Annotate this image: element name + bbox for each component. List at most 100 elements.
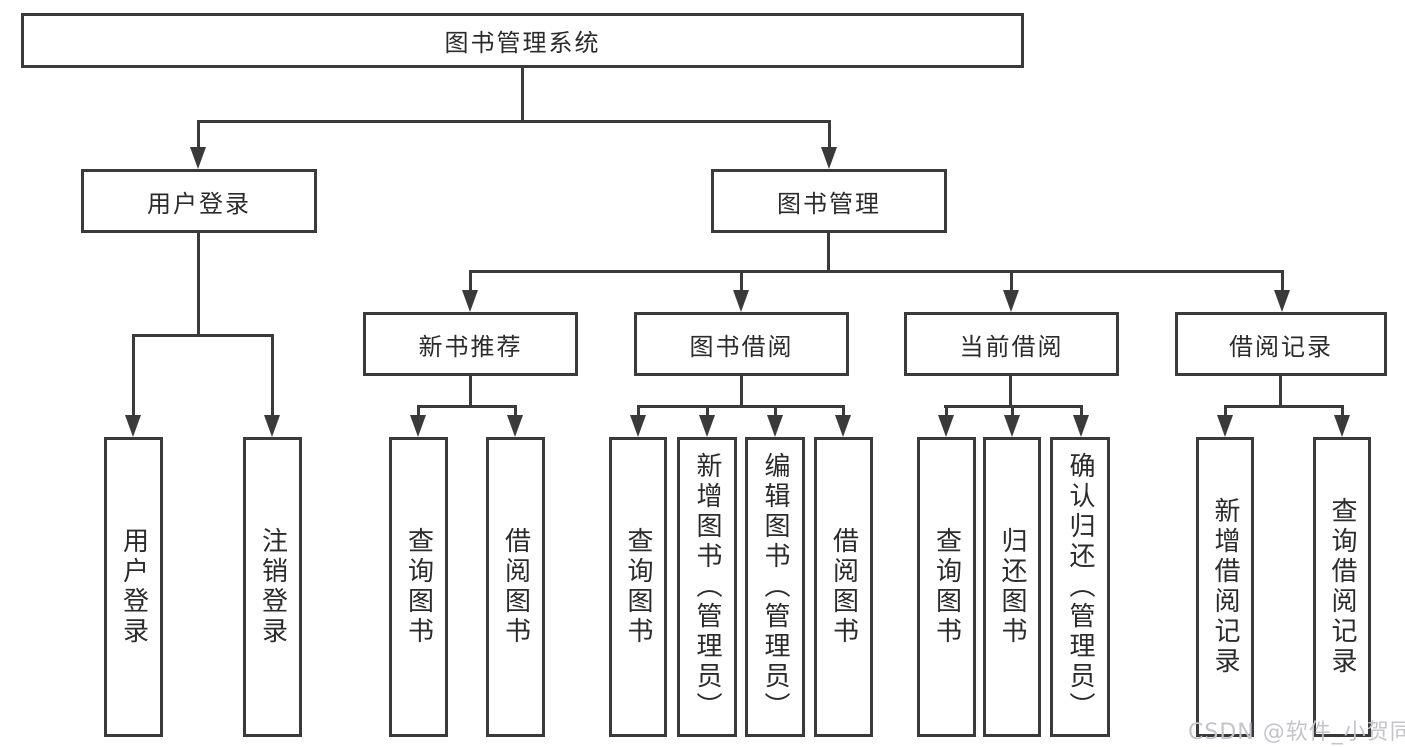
node-user-login: 用户登录 — [81, 169, 317, 233]
arrow-down-icon — [1217, 415, 1233, 437]
connector-line — [197, 233, 200, 337]
connector-arrow — [1334, 405, 1350, 437]
connector-arrow — [462, 270, 478, 312]
arrow-down-icon — [630, 415, 646, 437]
connector-arrow — [1003, 270, 1019, 312]
node-leaf-query-book-3: 查询图书 — [917, 437, 976, 737]
connector-line — [270, 334, 274, 415]
connector-line — [1340, 405, 1344, 415]
connector-line — [417, 405, 517, 408]
connector-arrow — [507, 405, 523, 437]
arrow-down-icon — [190, 147, 206, 169]
leaf-label: 用户登录 — [118, 527, 149, 647]
connector-line — [1010, 405, 1014, 415]
connector-arrow — [125, 334, 141, 437]
connector-line — [468, 270, 472, 290]
connector-line — [469, 270, 1283, 273]
node-leaf-borrow-book-2: 借阅图书 — [814, 437, 873, 737]
leaf-label: 借阅图书 — [500, 527, 531, 647]
connector-line — [827, 233, 830, 273]
arrow-down-icon — [1073, 415, 1089, 437]
node-leaf-query-book-1: 查询图书 — [389, 437, 448, 737]
leaf-label: 归还图书 — [997, 527, 1027, 647]
leaf-label: 查询图书 — [623, 527, 653, 647]
node-leaf-add-book-admin: 新增图书（管理员） — [677, 437, 737, 737]
connector-line — [636, 405, 640, 415]
node-book-management: 图书管理 — [711, 169, 947, 233]
node-leaf-user-login: 用户登录 — [104, 437, 163, 737]
connector-line — [513, 405, 517, 415]
leaf-label: 注销登录 — [257, 527, 288, 647]
connector-line — [469, 375, 472, 408]
arrow-down-icon — [1003, 290, 1019, 312]
arrow-down-icon — [821, 147, 837, 169]
leaf-label: 新增借阅记录 — [1210, 497, 1240, 677]
connector-line — [1079, 405, 1083, 415]
node-leaf-edit-book-admin: 编辑图书（管理员） — [745, 437, 805, 737]
node-leaf-add-borrow-record: 新增借阅记录 — [1196, 437, 1254, 737]
connector-line — [196, 120, 200, 147]
arrow-down-icon — [125, 415, 141, 437]
connector-line — [637, 405, 845, 408]
node-root: 图书管理系统 — [21, 13, 1024, 68]
connector-line — [739, 270, 743, 290]
connector-line — [944, 405, 948, 415]
connector-line — [1280, 270, 1284, 290]
arrow-down-icon — [410, 415, 426, 437]
connector-arrow — [1004, 405, 1020, 437]
node-leaf-borrow-book-1: 借阅图书 — [486, 437, 545, 737]
connector-line — [416, 405, 420, 415]
connector-line — [705, 405, 709, 415]
arrow-down-icon — [462, 290, 478, 312]
watermark: CSDN @软件_小贺同学 — [1188, 720, 1405, 745]
connector-line — [827, 120, 831, 147]
node-leaf-query-borrow-record: 查询借阅记录 — [1313, 437, 1371, 737]
arrow-down-icon — [835, 415, 851, 437]
node-current-borrow: 当前借阅 — [904, 312, 1119, 376]
connector-arrow — [733, 270, 749, 312]
connector-arrow — [264, 334, 280, 437]
connector-arrow — [1073, 405, 1089, 437]
node-new-book-recommend: 新书推荐 — [363, 312, 578, 376]
connector-line — [1224, 405, 1343, 408]
connector-line — [841, 405, 845, 415]
connector-arrow — [821, 120, 837, 169]
connector-line — [1009, 270, 1013, 290]
connector-arrow — [1274, 270, 1290, 312]
connector-arrow — [938, 405, 954, 437]
connector-arrow — [835, 405, 851, 437]
node-leaf-logout: 注销登录 — [243, 437, 302, 737]
arrow-down-icon — [1334, 415, 1350, 437]
connector-line — [197, 120, 831, 123]
connector-line — [1223, 405, 1227, 415]
connector-arrow — [1217, 405, 1233, 437]
connector-line — [1009, 375, 1012, 408]
leaf-label: 编辑图书（管理员） — [760, 452, 790, 722]
connector-line — [1279, 375, 1282, 408]
leaf-label: 查询图书 — [931, 527, 962, 647]
connector-line — [131, 334, 135, 415]
connector-line — [132, 334, 274, 337]
arrow-down-icon — [699, 415, 715, 437]
connector-arrow — [630, 405, 646, 437]
arrow-down-icon — [938, 415, 954, 437]
node-leaf-confirm-return-admin: 确认归还（管理员） — [1050, 437, 1110, 737]
leaf-label: 查询借阅记录 — [1327, 497, 1357, 677]
arrow-down-icon — [733, 290, 749, 312]
connector-arrow — [699, 405, 715, 437]
arrow-down-icon — [1274, 290, 1290, 312]
connector-line — [740, 375, 743, 408]
node-book-borrow: 图书借阅 — [634, 312, 849, 376]
connector-arrow — [190, 120, 206, 169]
arrow-down-icon — [767, 415, 783, 437]
leaf-label: 查询图书 — [403, 527, 434, 647]
node-borrow-record: 借阅记录 — [1175, 312, 1387, 376]
connector-arrow — [767, 405, 783, 437]
leaf-label: 确认归还（管理员） — [1065, 452, 1095, 722]
leaf-label: 新增图书（管理员） — [692, 452, 722, 722]
node-leaf-return-book: 归还图书 — [983, 437, 1041, 737]
connector-arrow — [410, 405, 426, 437]
connector-line — [521, 68, 524, 121]
connector-line — [773, 405, 777, 415]
